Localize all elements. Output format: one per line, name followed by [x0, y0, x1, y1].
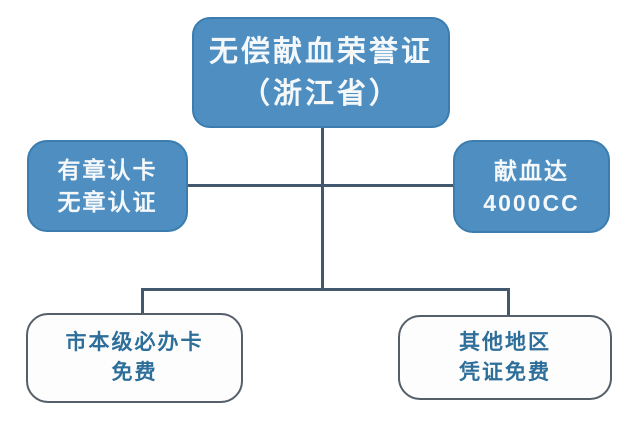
left-node-stamp-card: 有章认卡 无章认证 — [27, 140, 188, 232]
connector-root-vertical-line — [321, 128, 324, 291]
leaf-node-city-level-free: 市本级必办卡 免费 — [26, 313, 243, 403]
right-node-line2: 4000CC — [483, 189, 580, 216]
leaf-node-other-regions-free: 其他地区 凭证免费 — [398, 315, 612, 400]
root-node-title-line1: 无偿献血荣誉证 — [208, 35, 433, 68]
connector-middle-horizontal-line — [188, 184, 453, 187]
leaf-node-city-line2: 免费 — [111, 361, 158, 384]
leaf-node-city-line1: 市本级必办卡 — [65, 331, 204, 354]
leaf-node-other-line2: 凭证免费 — [459, 360, 551, 384]
right-node-line1: 献血达 — [494, 157, 569, 184]
leaf-node-other-line1: 其他地区 — [459, 330, 551, 354]
connector-lower-horizontal-line — [141, 288, 510, 291]
left-node-line2: 无章认证 — [57, 189, 158, 215]
connector-bottom-right-stub-line — [507, 288, 510, 317]
root-node-honor-certificate: 无偿献血荣誉证 （浙江省） — [192, 17, 450, 128]
left-node-line1: 有章认卡 — [57, 157, 158, 183]
root-node-title-line2: （浙江省） — [240, 77, 401, 110]
right-node-donation-volume: 献血达 4000CC — [453, 140, 610, 233]
connector-bottom-left-stub-line — [141, 288, 144, 315]
